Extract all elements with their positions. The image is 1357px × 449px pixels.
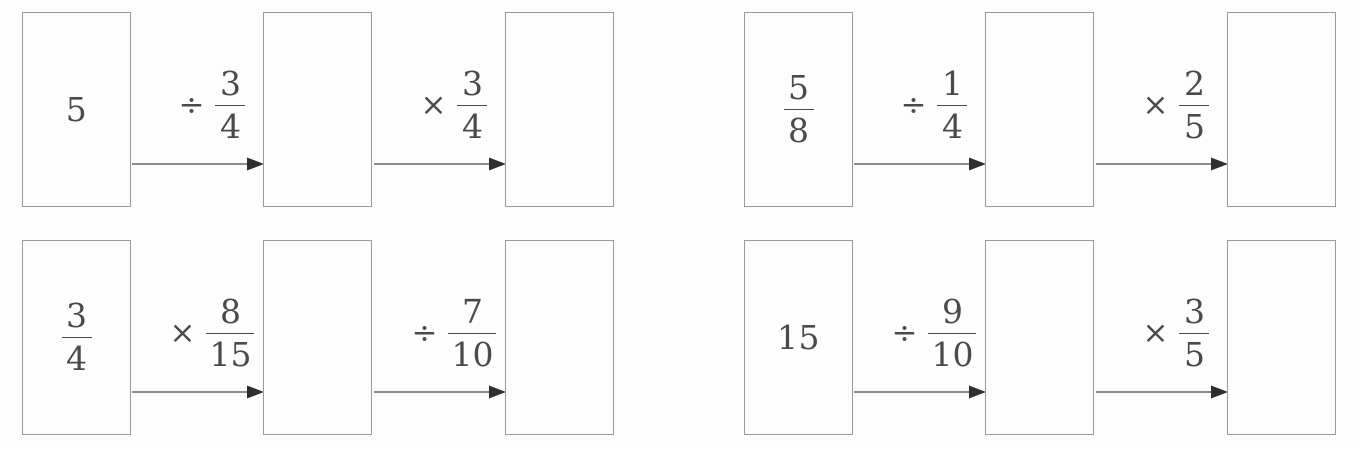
divide-icon: ÷ [411, 314, 438, 351]
flow-arrow-2 [374, 157, 507, 171]
operand-fraction-bar [457, 104, 488, 107]
operand-numerator: 1 [941, 64, 963, 103]
flow-arrow-2 [1096, 385, 1229, 399]
flow-arrow-2 [1096, 157, 1229, 171]
start-value-numerator: 3 [66, 296, 87, 336]
flow-arrow-1 [854, 157, 987, 171]
operand-fraction-bar [206, 332, 255, 335]
operand-fraction-bar [448, 332, 497, 335]
flow-arrow-1 [132, 385, 265, 399]
flow-arrow-1 [132, 157, 265, 171]
right-arrow-icon [1096, 385, 1228, 399]
operand-denominator: 15 [209, 335, 252, 375]
flow-arrow-2 [374, 385, 507, 399]
operand-numerator: 3 [219, 64, 241, 103]
operand-denominator: 10 [931, 335, 974, 375]
flow-arrow-1 [854, 385, 987, 399]
operand-denominator: 5 [1183, 335, 1205, 375]
divide-icon: ÷ [178, 86, 205, 123]
start-value-box: 15 [744, 240, 853, 435]
divide-icon: ÷ [900, 86, 927, 123]
operand-numerator: 7 [461, 292, 483, 331]
right-arrow-icon [374, 385, 506, 399]
answer-box-1[interactable] [985, 240, 1094, 435]
right-arrow-icon [132, 385, 264, 399]
operand-numerator: 2 [1183, 64, 1205, 103]
operand-denominator: 4 [461, 107, 483, 147]
operand-fraction-bar [1179, 104, 1210, 107]
start-value-numerator: 5 [788, 68, 809, 108]
start-value-whole-number: 5 [65, 90, 88, 129]
divide-icon: ÷ [891, 314, 918, 351]
start-value-whole-number: 15 [777, 318, 820, 357]
operand-denominator: 4 [219, 107, 241, 147]
answer-box-2[interactable] [1227, 12, 1336, 207]
right-arrow-icon [1096, 157, 1228, 171]
start-value-fraction-bar [783, 108, 814, 111]
operand-fraction-bar [928, 332, 977, 335]
start-value-denominator: 4 [66, 339, 87, 379]
operand-fraction-bar [215, 104, 246, 107]
start-value-fraction-bar [61, 336, 92, 339]
multiply-icon: × [1142, 314, 1169, 351]
multiply-icon: × [420, 86, 447, 123]
operand-denominator: 4 [941, 107, 963, 147]
operand-numerator: 3 [461, 64, 483, 103]
operand-fraction-bar [937, 104, 968, 107]
start-value-denominator: 8 [788, 111, 809, 151]
multiply-icon: × [169, 314, 196, 351]
operand-numerator: 9 [941, 292, 963, 331]
answer-box-2[interactable] [1227, 240, 1336, 435]
right-arrow-icon [854, 157, 986, 171]
answer-box-1[interactable] [263, 240, 372, 435]
answer-box-1[interactable] [985, 12, 1094, 207]
multiply-icon: × [1142, 86, 1169, 123]
operand-numerator: 8 [219, 292, 241, 331]
right-arrow-icon [854, 385, 986, 399]
answer-box-2[interactable] [505, 12, 614, 207]
operand-denominator: 5 [1183, 107, 1205, 147]
answer-box-2[interactable] [505, 240, 614, 435]
operand-fraction-bar [1179, 332, 1210, 335]
right-arrow-icon [374, 157, 506, 171]
operand-numerator: 3 [1183, 292, 1205, 331]
operand-denominator: 10 [451, 335, 494, 375]
right-arrow-icon [132, 157, 264, 171]
start-value-box: 5 [22, 12, 131, 207]
answer-box-1[interactable] [263, 12, 372, 207]
